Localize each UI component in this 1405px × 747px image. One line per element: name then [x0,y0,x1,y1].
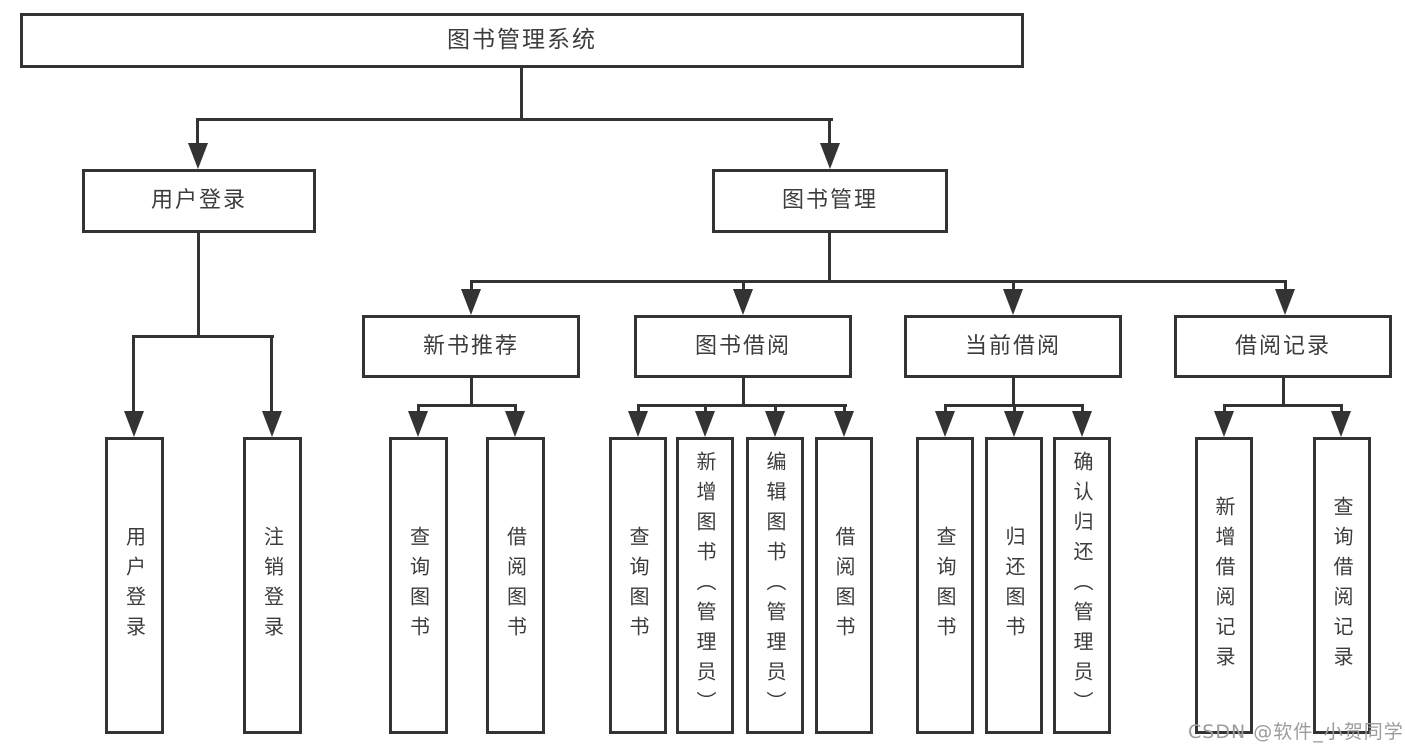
connector-new-book-horizontal [417,404,517,407]
connector-drop [704,404,707,414]
leaf-bb-borrow-books-label: 借阅图书 [832,525,856,646]
leaf-bb-edit-books-admin: 编辑图书（管理员） [746,437,804,734]
connector-drop [1223,404,1226,414]
connector-level2-horizontal [197,118,833,121]
node-root: 图书管理系统 [20,13,1024,68]
connector-drop-current-borrow [1012,280,1015,292]
connector-book-management-stub [828,232,831,282]
connector-drop [1340,404,1343,414]
arrow-down-icon [628,411,648,437]
leaf-nb-borrow-books: 借阅图书 [486,437,545,734]
leaf-cb-return-books-label: 归还图书 [1002,525,1026,646]
connector-level3-horizontal [470,280,1286,283]
arrow-down-icon [820,143,840,169]
node-root-label: 图书管理系统 [447,27,597,53]
connector-new-book-stub [470,376,473,407]
arrow-down-icon [408,411,428,437]
connector-drop [514,404,517,414]
connector-drop-new-book [470,280,473,292]
connector-drop [774,404,777,414]
arrow-down-icon [935,411,955,437]
leaf-user-login-label: 用户登录 [122,525,147,646]
arrow-down-icon [461,289,481,315]
node-borrow-records: 借阅记录 [1174,315,1392,378]
connector-borrow-records-horizontal [1223,404,1343,407]
arrow-down-icon [262,411,282,437]
leaf-br-query-record: 查询借阅记录 [1313,437,1371,734]
leaf-bb-borrow-books: 借阅图书 [815,437,873,734]
leaf-bb-query-books-label: 查询图书 [626,525,650,646]
leaf-bb-add-books-admin: 新增图书（管理员） [676,437,734,734]
connector-drop-user-login [196,118,199,145]
leaf-nb-borrow-books-label: 借阅图书 [503,525,528,646]
node-borrow-records-label: 借阅记录 [1234,333,1331,359]
arrow-down-icon [733,289,753,315]
connector-drop-leaf-login [132,335,135,413]
connector-drop [1013,404,1016,414]
connector-drop-borrow-records [1284,280,1287,292]
arrow-down-icon [1072,411,1092,437]
node-book-management: 图书管理 [712,169,948,233]
leaf-nb-query-books-label: 查询图书 [406,525,431,646]
connector-book-borrow-horizontal [637,404,847,407]
arrow-down-icon [1275,289,1295,315]
leaf-logout: 注销登录 [243,437,302,734]
connector-drop [1081,404,1084,414]
connector-drop [944,404,947,414]
arrow-down-icon [1331,411,1351,437]
leaf-cb-query-books: 查询图书 [916,437,974,734]
arrow-down-icon [1214,411,1234,437]
node-book-borrow-label: 图书借阅 [694,333,791,359]
watermark: CSDN @软件_小贺同学 [1188,721,1404,743]
connector-root-stub [520,65,523,121]
arrow-down-icon [695,411,715,437]
node-new-book-recommend-label: 新书推荐 [422,333,519,359]
connector-drop-leaf-logout [270,335,273,413]
leaf-cb-query-books-label: 查询图书 [933,525,957,646]
arrow-down-icon [505,411,525,437]
connector-drop [637,404,640,414]
connector-drop [843,404,846,414]
arrow-down-icon [765,411,785,437]
connector-borrow-records-stub [1282,376,1285,407]
node-current-borrow-label: 当前借阅 [964,333,1061,359]
node-user-login: 用户登录 [82,169,316,233]
arrow-down-icon [834,411,854,437]
connector-book-borrow-stub [742,376,745,407]
leaf-br-add-record: 新增借阅记录 [1195,437,1253,734]
leaf-br-add-record-label: 新增借阅记录 [1212,495,1236,676]
leaf-cb-confirm-return-admin-label: 确认归还（管理员） [1070,450,1094,721]
connector-drop [417,404,420,414]
connector-current-borrow-stub [1012,376,1015,407]
arrow-down-icon [1003,289,1023,315]
node-user-login-label: 用户登录 [150,188,247,213]
leaf-cb-return-books: 归还图书 [985,437,1043,734]
leaf-bb-edit-books-admin-label: 编辑图书（管理员） [763,450,787,721]
connector-user-login-horizontal [133,335,274,338]
node-book-management-label: 图书管理 [781,188,878,213]
connector-drop-book-borrow [742,280,745,292]
leaf-bb-add-books-admin-label: 新增图书（管理员） [693,450,717,721]
arrow-down-icon [124,411,144,437]
arrow-down-icon [188,143,208,169]
leaf-user-login: 用户登录 [105,437,164,734]
leaf-br-query-record-label: 查询借阅记录 [1330,495,1354,676]
node-book-borrow: 图书借阅 [634,315,852,378]
connector-user-login-stub [197,232,200,337]
leaf-bb-query-books: 查询图书 [609,437,667,734]
node-new-book-recommend: 新书推荐 [362,315,580,378]
connector-drop-book-management [828,118,831,145]
leaf-logout-label: 注销登录 [260,525,285,646]
leaf-cb-confirm-return-admin: 确认归还（管理员） [1053,437,1111,734]
node-current-borrow: 当前借阅 [904,315,1122,378]
leaf-nb-query-books: 查询图书 [389,437,448,734]
arrow-down-icon [1004,411,1024,437]
